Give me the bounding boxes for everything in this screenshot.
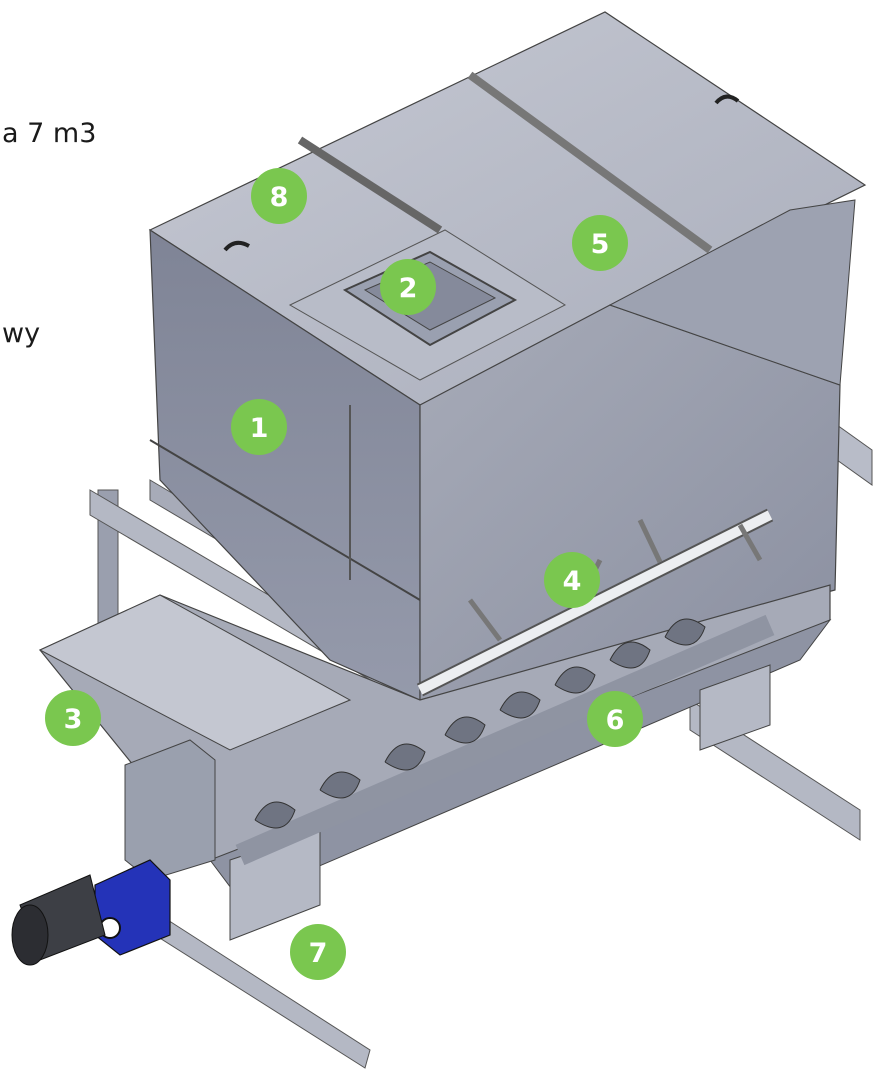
svg-text:4: 4 bbox=[563, 566, 582, 597]
marker-2: 2 bbox=[380, 259, 436, 315]
svg-text:2: 2 bbox=[399, 273, 418, 304]
svg-text:5: 5 bbox=[591, 229, 610, 260]
side-text-fragment: wy bbox=[2, 318, 41, 349]
svg-text:1: 1 bbox=[250, 413, 269, 444]
marker-7: 7 bbox=[290, 924, 346, 980]
svg-text:3: 3 bbox=[64, 704, 83, 735]
marker-6: 6 bbox=[587, 691, 643, 747]
svg-text:7: 7 bbox=[309, 938, 328, 969]
drive-motor bbox=[11, 739, 216, 966]
number-markers: 1 2 3 4 5 6 7 bbox=[45, 168, 643, 980]
screw-auger bbox=[235, 614, 775, 866]
marker-5: 5 bbox=[572, 215, 628, 271]
marker-4: 4 bbox=[544, 552, 600, 608]
svg-text:6: 6 bbox=[606, 705, 625, 736]
hopper bbox=[148, 11, 867, 701]
marker-1: 1 bbox=[231, 399, 287, 455]
marker-8: 8 bbox=[251, 168, 307, 224]
side-text-capacity: a 7 m3 bbox=[2, 118, 97, 149]
marker-3: 3 bbox=[45, 690, 101, 746]
svg-text:8: 8 bbox=[270, 182, 289, 213]
